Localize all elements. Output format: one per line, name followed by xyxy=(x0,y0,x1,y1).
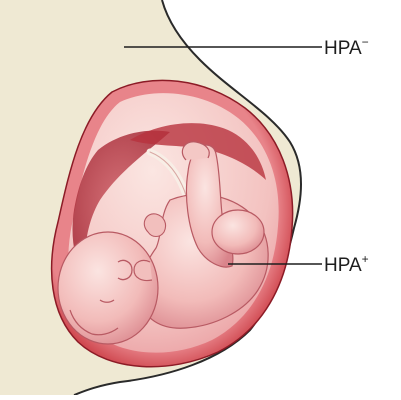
fetus-arm xyxy=(134,260,152,280)
maternal-hpa-text: HPA xyxy=(324,38,362,59)
maternal-hpa-sign: − xyxy=(362,35,369,49)
maternal-hpa-label: HPA− xyxy=(324,39,369,58)
fetal-hpa-text: HPA xyxy=(324,255,362,276)
fetus-knee xyxy=(212,210,264,254)
fetal-hpa-sign: + xyxy=(362,252,369,266)
fetus-head xyxy=(58,232,158,344)
fetal-hpa-label: HPA+ xyxy=(324,256,369,275)
